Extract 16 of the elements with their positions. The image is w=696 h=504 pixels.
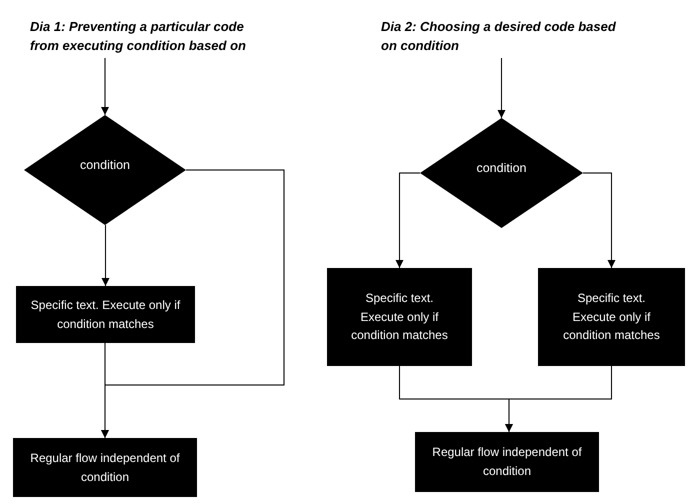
diagram-heading: Dia 1: Preventing a particular code from executing condition based on — [30, 16, 260, 56]
arrow — [101, 170, 284, 438]
arrow — [498, 58, 506, 118]
diagram-heading: Dia 2: Choosing a desired code based on condition — [381, 16, 631, 56]
decision-diamond: condition — [24, 115, 186, 225]
process-box: Specific text. Execute only if condition matches — [16, 286, 195, 343]
arrow — [101, 58, 109, 116]
process-box: Specific text. Execute only if condition matches — [327, 268, 472, 366]
process-box: Regular flow independent of condition — [13, 438, 197, 497]
arrow — [396, 172, 420, 268]
process-box: Specific text. Execute only if condition matches — [538, 268, 685, 366]
process-box: Regular flow independent of condition — [415, 432, 599, 492]
decision-diamond: condition — [420, 118, 583, 228]
arrow — [505, 366, 612, 432]
arrow — [102, 224, 110, 286]
arrow — [582, 172, 616, 268]
